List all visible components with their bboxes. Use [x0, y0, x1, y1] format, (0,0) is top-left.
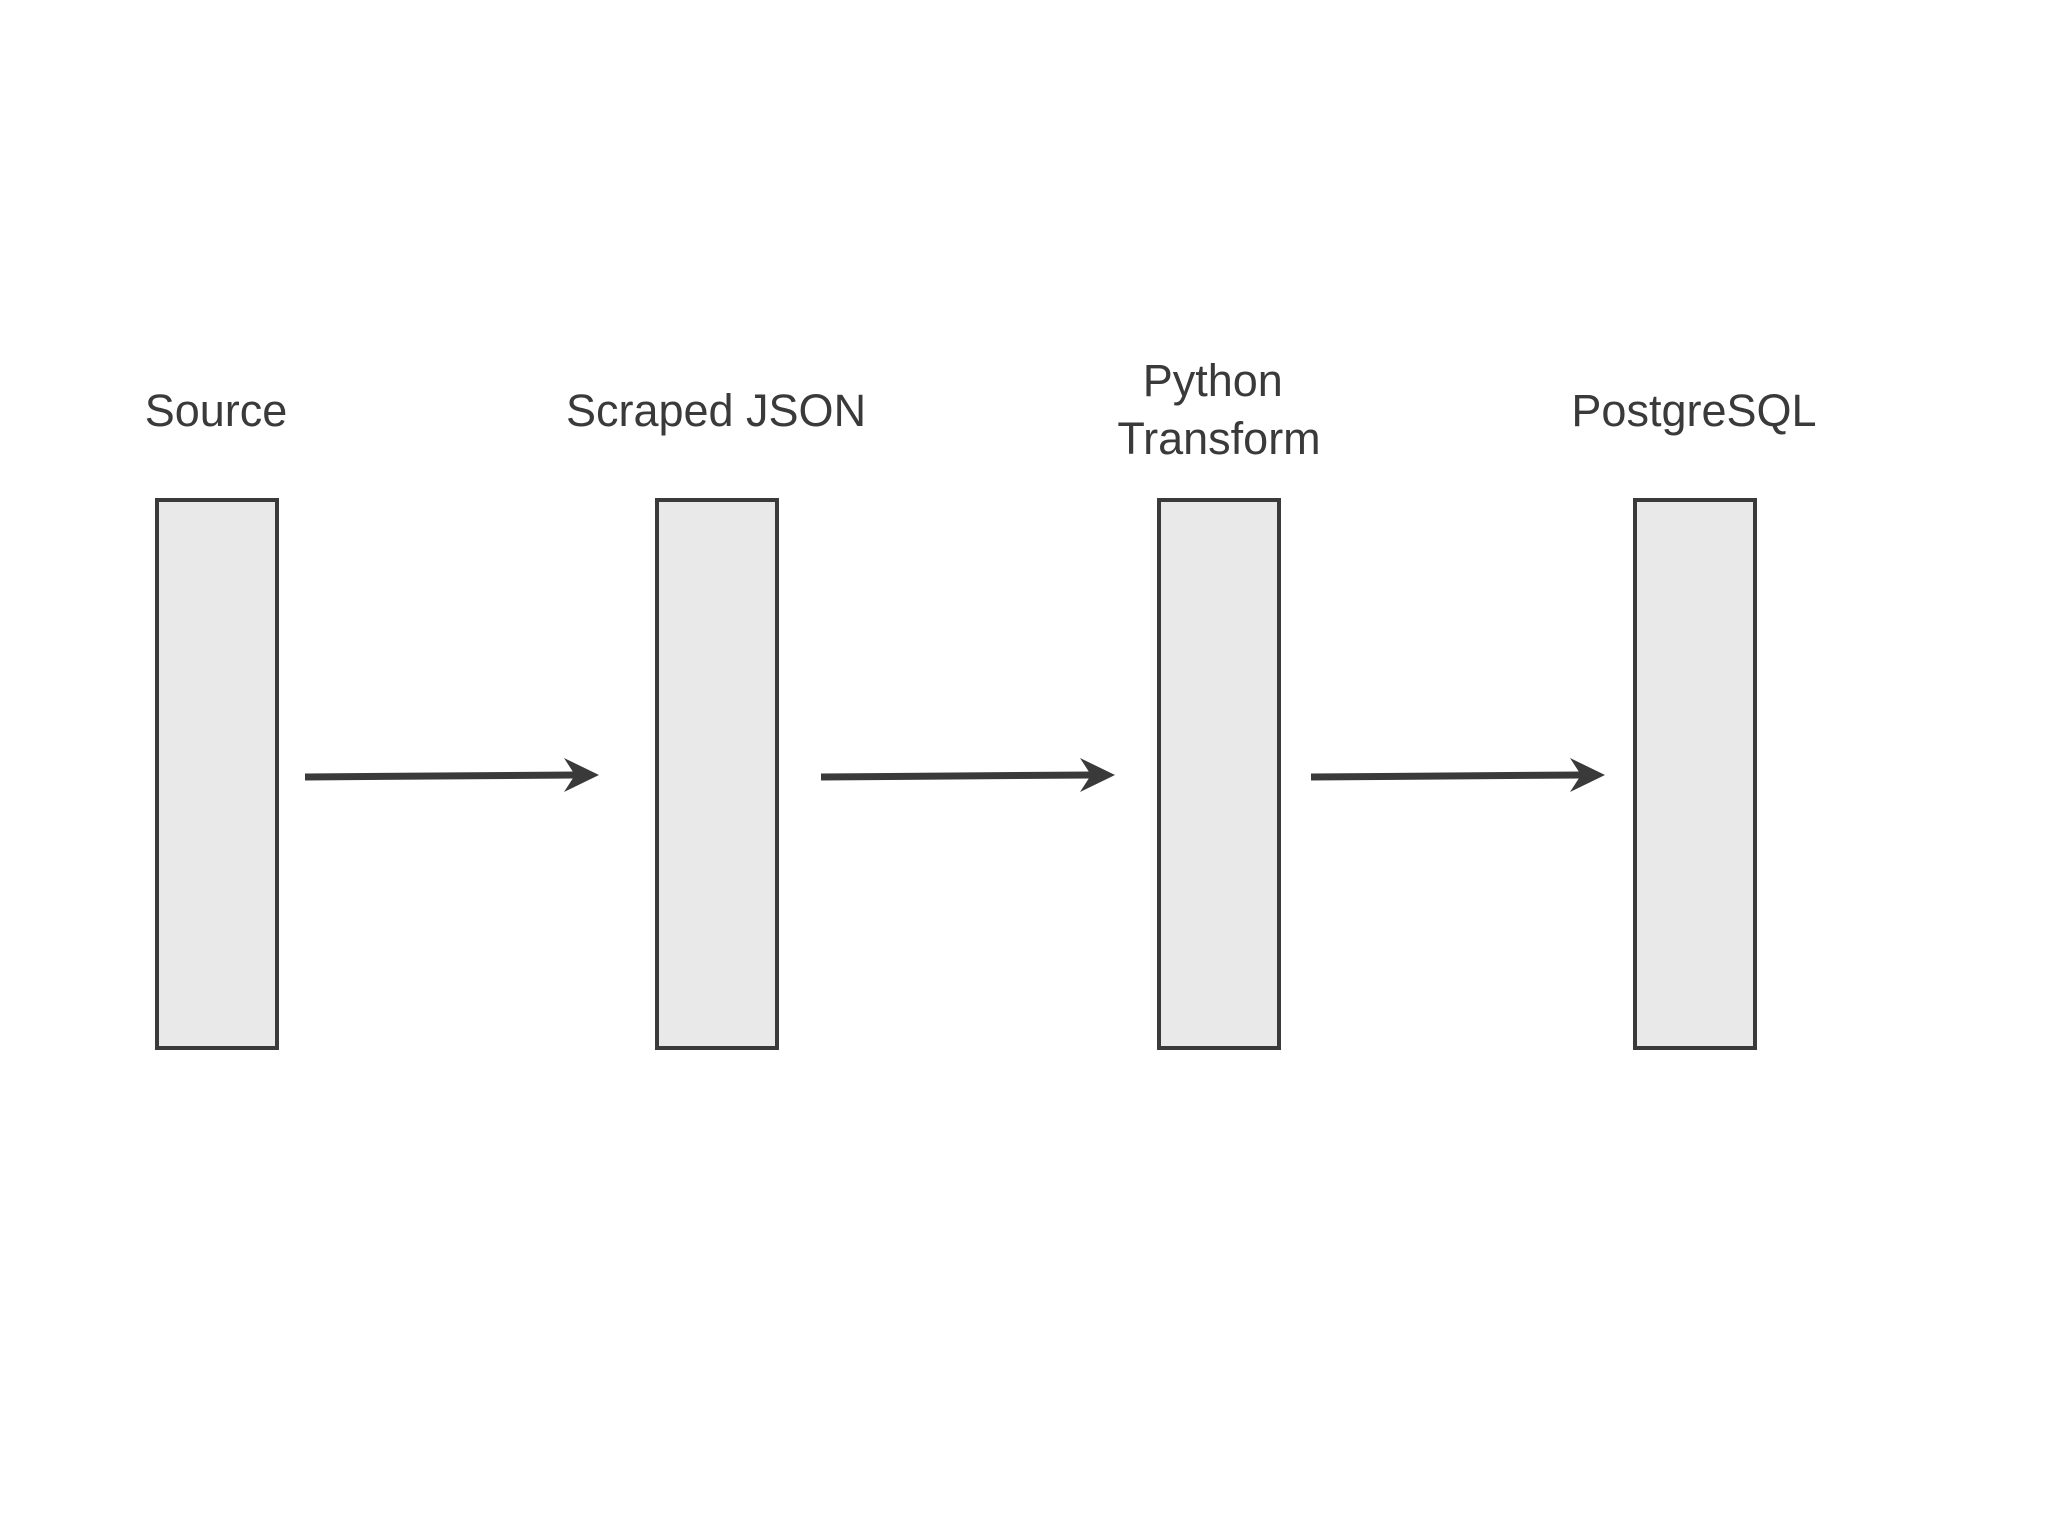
stage-scraped-json: Scraped JSON	[566, 385, 866, 1050]
stage-box-scraped-json	[655, 498, 779, 1050]
arrow-shaft	[1310, 771, 1582, 781]
stage-label-postgresql: PostgreSQL	[1571, 385, 1816, 436]
stage-label-scraped-json: Scraped JSON	[566, 385, 866, 436]
arrow-shaft	[304, 771, 576, 781]
stage-box-postgresql	[1633, 498, 1757, 1050]
stage-postgresql: PostgreSQL	[1571, 385, 1817, 1050]
flow-arrow-scraped-json-to-python-transform	[820, 758, 1115, 792]
stage-python-transform: Python Transform	[1117, 355, 1321, 1050]
flow-arrow-python-transform-to-postgresql	[1310, 758, 1605, 792]
stage-box-source	[155, 498, 279, 1050]
stage-box-python-transform	[1157, 498, 1281, 1050]
stage-source: Source	[145, 385, 288, 1050]
arrow-head-icon	[1080, 758, 1115, 792]
arrow-head-icon	[564, 758, 599, 792]
arrow-shaft	[820, 771, 1092, 781]
flow-arrow-source-to-scraped-json	[304, 758, 599, 792]
stage-label-source: Source	[145, 385, 288, 436]
arrow-head-icon	[1570, 758, 1605, 792]
stage-label-python-transform: Python Transform	[1117, 355, 1320, 464]
